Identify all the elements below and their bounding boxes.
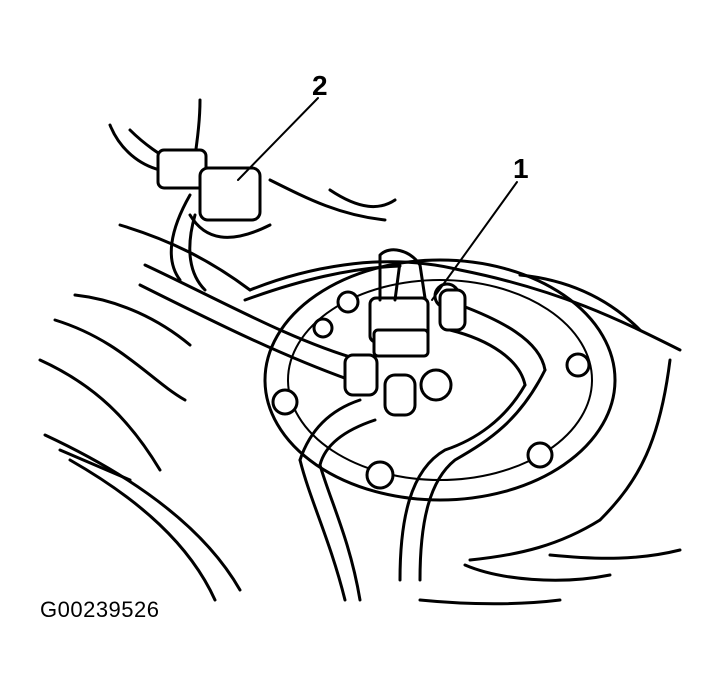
- callout-2-label: 2: [312, 70, 328, 101]
- callout-leaders: [237, 97, 518, 301]
- tank-contour-lines: [38, 98, 682, 606]
- callout-1-label: 1: [513, 153, 529, 184]
- harness-connector: [156, 148, 272, 292]
- figure-id: G00239526: [40, 597, 160, 622]
- pump-harness-connector: [368, 248, 430, 358]
- fuel-hoses: [138, 263, 547, 602]
